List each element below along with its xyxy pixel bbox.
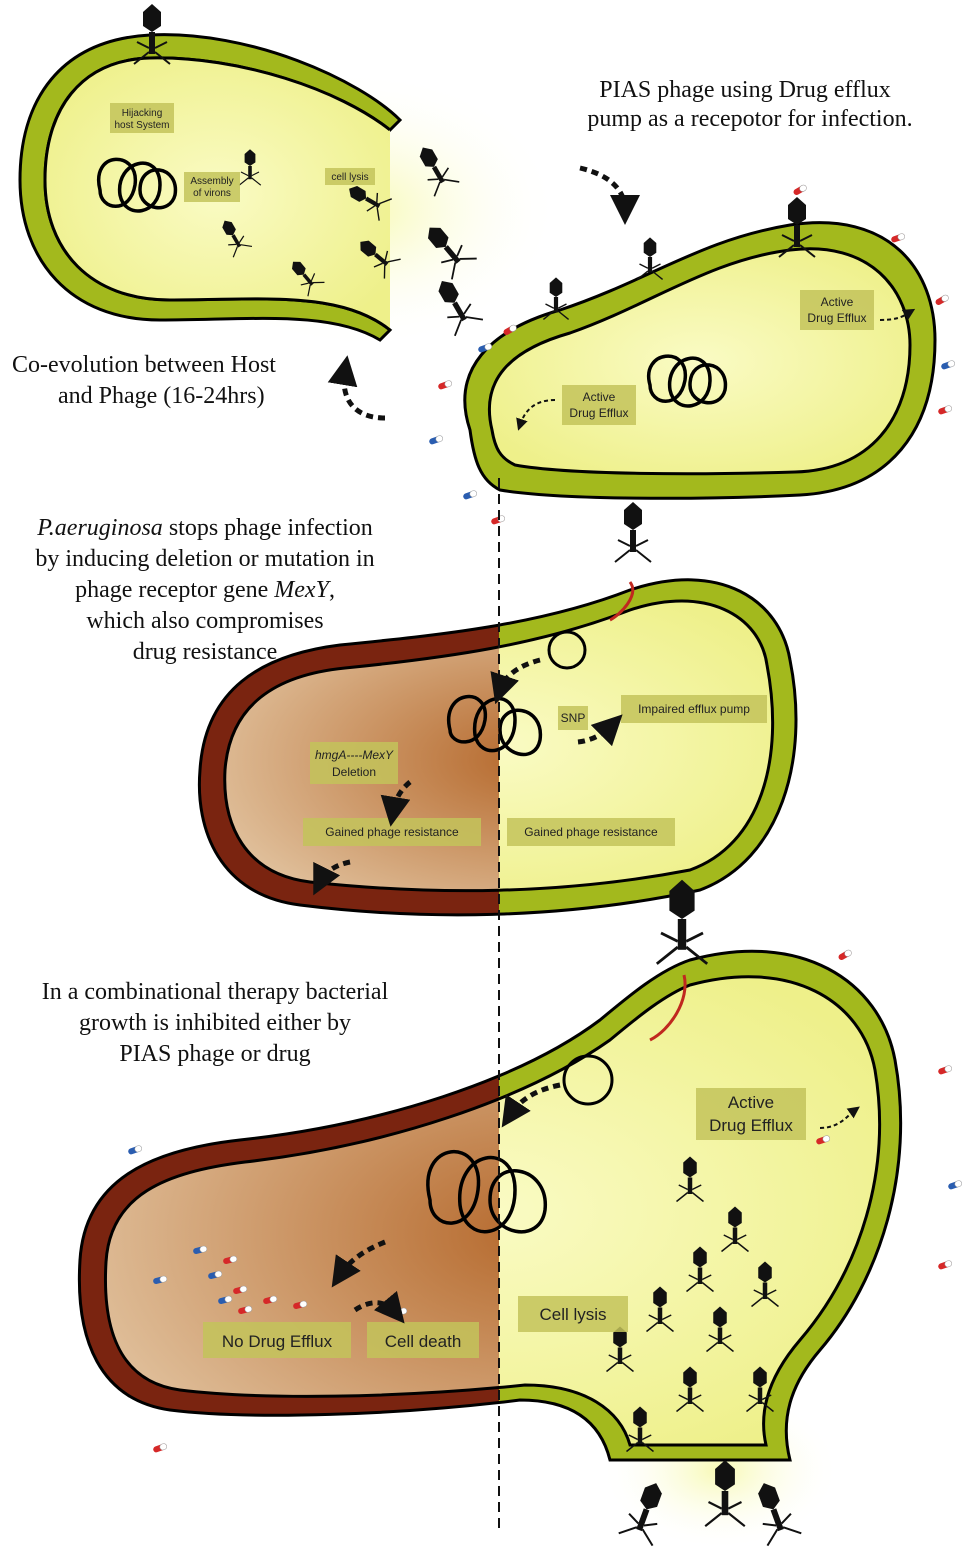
drug-pill-icon xyxy=(937,405,952,415)
drug-pill-icon xyxy=(940,360,955,370)
caption-3-line-4: which also compromises xyxy=(86,608,323,634)
caption-3-line-3: phage receptor gene MexY, xyxy=(75,577,335,603)
flow-arrow xyxy=(344,370,385,418)
snp-label: SNP xyxy=(561,711,586,725)
drug-pill-icon xyxy=(890,233,905,243)
drug-pill-icon xyxy=(937,1260,952,1270)
active-efflux-c-1: Active xyxy=(728,1093,774,1112)
hijack-label-2: host System xyxy=(114,120,169,131)
caption-4-line-2: growth is inhibited either by xyxy=(79,1010,351,1036)
caption-4-line-3: PIAS phage or drug xyxy=(119,1041,310,1067)
cell-lysis-label: Cell lysis xyxy=(539,1305,606,1324)
caption-3-line-5: drug resistance xyxy=(133,639,278,665)
caption-2-line-1: Co-evolution between Host xyxy=(12,352,276,378)
caption-3-line-2: by inducing deletion or mutation in xyxy=(35,546,374,572)
active-efflux-c-2: Drug Efflux xyxy=(709,1116,793,1135)
deletion-label-2: Deletion xyxy=(332,765,376,779)
gained-resistance-left: Gained phage resistance xyxy=(325,825,459,839)
drug-pill-icon xyxy=(792,184,807,196)
hijack-label-1: Hijacking xyxy=(122,108,163,119)
caption-2-line-2: and Phage (16-24hrs) xyxy=(58,383,265,409)
drug-pill-icon xyxy=(152,1443,167,1453)
assembly-label-1: Assembly xyxy=(190,176,233,187)
assembly-label-2: of virons xyxy=(193,188,231,199)
caption-4-line-1: In a combinational therapy bacterial xyxy=(42,979,389,1005)
caption-3-line-1: P.aeruginosa stops phage infection xyxy=(36,515,373,541)
drug-pill-icon xyxy=(428,435,443,445)
drug-pill-icon xyxy=(437,380,452,390)
impaired-efflux-label: Impaired efflux pump xyxy=(638,702,750,716)
drug-pill-icon xyxy=(837,949,852,961)
cell-lysis-small-label: cell lysis xyxy=(331,172,368,183)
gained-resistance-right: Gained phage resistance xyxy=(524,825,658,839)
drug-pill-icon xyxy=(937,1065,952,1075)
no-drug-efflux-label: No Drug Efflux xyxy=(222,1332,333,1351)
caption-1-line-2: pump as a recepotor for infection. xyxy=(587,106,912,132)
cell-lysing-top: Hijacking host System Assembly of virons… xyxy=(20,4,560,350)
active-efflux-b-2: Drug Efflux xyxy=(569,406,628,420)
drug-pill-icon xyxy=(947,1180,962,1190)
drug-pill-icon xyxy=(127,1145,142,1155)
active-efflux-a-2: Drug Efflux xyxy=(807,311,866,325)
phage-icon xyxy=(615,502,651,562)
cell-death-label: Cell death xyxy=(385,1332,462,1351)
active-efflux-a-1: Active xyxy=(821,295,854,309)
caption-1-line-1: PIAS phage using Drug efflux xyxy=(599,77,891,103)
flow-arrow xyxy=(580,168,625,210)
active-efflux-b-1: Active xyxy=(583,390,616,404)
drug-pill-icon xyxy=(462,490,477,500)
drug-pill-icon xyxy=(934,294,949,306)
deletion-label-1: hmgA----MexY xyxy=(315,748,394,762)
